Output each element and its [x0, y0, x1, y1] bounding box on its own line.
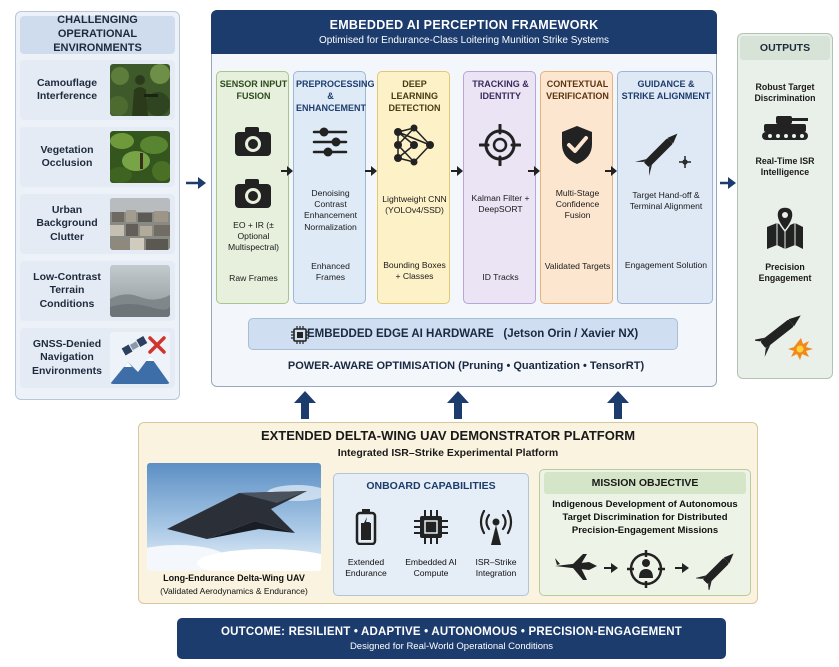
environment-label: Low-Contrast Terrain Conditions: [33, 271, 101, 310]
stage-contextual-verification: CONTEXTUAL VERIFICATION Multi-Stage Conf…: [540, 71, 613, 304]
stage-preprocessing-enhancement: PREPROCESSING & ENHANCEMENT Denoising Co…: [293, 71, 375, 304]
stage-output: Raw Frames: [229, 273, 278, 283]
mission-objective-text: Indigenous Development of Autonomous Tar…: [552, 499, 738, 536]
platform-title: EXTENDED DELTA-WING UAV DEMONSTRATOR PLA…: [260, 428, 636, 443]
gnss-denied-icon: [110, 332, 170, 384]
up-arrow: [294, 391, 316, 419]
vegetation-photo: [110, 131, 170, 183]
uav-caption: Long-Endurance Delta-Wing UAV: [163, 573, 305, 583]
stage-output: Bounding Boxes + Classes: [383, 260, 446, 282]
environment-label: GNSS-Denied Navigation Environments: [31, 338, 102, 377]
delta-wing-uav-photo: [147, 463, 321, 571]
flow-arrow: [281, 166, 293, 176]
stage-description: Lightweight CNN (YOLOv4/SSD): [382, 194, 447, 216]
power-optimisation-label: POWER-AWARE OPTIMISATION (Pruning • Quan…: [287, 360, 645, 372]
stage-description: Multi-Stage Confidence Fusion: [555, 188, 600, 221]
flow-arrow: [451, 166, 463, 176]
framework-header: EMBEDDED AI PERCEPTION FRAMEWORK Optimis…: [211, 10, 717, 54]
outcome-subtitle: Designed for Real-World Operational Cond…: [349, 640, 554, 652]
crosshair-icon: [478, 124, 521, 166]
flow-arrow: [604, 563, 618, 573]
flow-arrow: [365, 166, 377, 176]
output-label: Real-Time ISR Intelligence: [755, 156, 815, 178]
onboard-capabilities-title: ONBOARD CAPABILITIES: [366, 480, 496, 492]
environment-item: Low-Contrast Terrain Conditions: [20, 261, 175, 321]
outcome-title: OUTCOME: RESILIENT • ADAPTIVE • AUTONOMO…: [220, 625, 683, 638]
environment-label: Urban Background Clutter: [36, 204, 98, 243]
uav-icon: [553, 552, 599, 582]
stage-title: SENSOR INPUT FUSION: [219, 79, 288, 102]
edge-hardware-label: EMBEDDED EDGE AI HARDWARE (Jetson Orin /…: [307, 319, 638, 349]
chip-icon: [414, 510, 448, 544]
platform-subtitle: Integrated ISR–Strike Experimental Platf…: [337, 447, 559, 459]
framework-title: EMBEDDED AI PERCEPTION FRAMEWORK: [329, 18, 599, 32]
stage-sensor-input-fusion: SENSOR INPUT FUSION EO + IR (± Optional …: [216, 71, 289, 304]
up-arrow: [607, 391, 629, 419]
flow-arrow: [675, 563, 689, 573]
output-label: Robust Target Discrimination: [754, 82, 816, 104]
map-pin-icon: [765, 205, 805, 251]
environment-item: Vegetation Occlusion: [20, 127, 175, 187]
camera-icon: [233, 124, 273, 158]
target-person-icon: [627, 550, 665, 588]
battery-icon: [355, 509, 377, 545]
power-optimisation-bar: POWER-AWARE OPTIMISATION (Pruning • Quan…: [256, 353, 676, 379]
outputs-panel: [737, 33, 833, 379]
flow-arrow: [605, 166, 617, 176]
stage-output: Engagement Solution: [624, 260, 708, 270]
missile-icon: [696, 548, 740, 590]
capability-label: Extended Endurance: [345, 557, 387, 579]
edge-hardware-bar: EMBEDDED EDGE AI HARDWARE (Jetson Orin /…: [248, 318, 678, 350]
capability-label: ISR–Strike Integration: [475, 557, 517, 579]
environment-label: Vegetation Occlusion: [40, 143, 94, 169]
outputs-title: OUTPUTS: [740, 36, 830, 60]
uav-subcaption: (Validated Aerodynamics & Endurance): [160, 586, 308, 596]
environment-label: Camouflage Interference: [36, 76, 98, 102]
stage-title: PREPROCESSING & ENHANCEMENT: [296, 79, 375, 114]
output-label: Precision Engagement: [758, 262, 812, 284]
environment-item: Urban Background Clutter: [20, 194, 175, 254]
sliders-icon: [310, 124, 350, 160]
missile-icon: [633, 124, 697, 178]
flow-arrow: [720, 176, 736, 190]
camouflage-soldier-photo: [110, 64, 170, 116]
stage-title: CONTEXTUAL VERIFICATION: [546, 79, 609, 102]
low-contrast-terrain-photo: [110, 265, 170, 317]
stage-output: ID Tracks: [482, 272, 519, 282]
stage-description: Kalman Filter + DeepSORT: [471, 193, 530, 215]
framework-subtitle: Optimised for Endurance-Class Loitering …: [318, 35, 610, 46]
edge-hardware-models: (Jetson Orin / Xavier NX): [503, 328, 639, 340]
stage-title: TRACKING & IDENTITY: [472, 79, 529, 102]
stage-output: Enhanced Frames: [311, 261, 350, 283]
mission-objective-title: MISSION OBJECTIVE: [544, 472, 746, 494]
antenna-icon: [479, 509, 513, 547]
missile-strike-icon: [755, 305, 817, 363]
flow-arrow: [528, 166, 540, 176]
stage-title: GUIDANCE & STRIKE ALIGNMENT: [621, 79, 711, 102]
stage-tracking-identity: TRACKING & IDENTITY Kalman Filter + Deep…: [463, 71, 536, 304]
urban-clutter-photo: [110, 198, 170, 250]
environment-item: GNSS-Denied Navigation Environments: [20, 328, 175, 388]
capability-label: Embedded AI Compute: [405, 557, 457, 579]
stage-deep-learning-detection: DEEP LEARNING DETECTION Lightweight CNN …: [377, 71, 450, 304]
stage-description: EO + IR (± Optional Multispectral): [227, 220, 280, 253]
edge-hardware-title: EMBEDDED EDGE AI HARDWARE: [307, 328, 494, 340]
environments-title: CHALLENGING OPERATIONAL ENVIRONMENTS: [20, 14, 175, 54]
stage-output: Validated Targets: [544, 261, 611, 271]
up-arrow: [447, 391, 469, 419]
neural-network-icon: [392, 124, 436, 166]
outcome-banner: OUTCOME: RESILIENT • ADAPTIVE • AUTONOMO…: [177, 618, 726, 659]
stage-description: Target Hand-off & Terminal Alignment: [629, 190, 703, 212]
environment-item: Camouflage Interference: [20, 60, 175, 120]
camera-icon: [233, 176, 273, 210]
shield-check-icon: [559, 124, 595, 166]
chip-icon: [291, 326, 309, 344]
flow-arrow: [185, 176, 207, 190]
tank-icon: [760, 112, 810, 142]
stage-guidance-strike-alignment: GUIDANCE & STRIKE ALIGNMENT Target Hand-…: [617, 71, 713, 304]
stage-title: DEEP LEARNING DETECTION: [388, 79, 441, 114]
stage-description: Denoising Contrast Enhancement Normaliza…: [303, 188, 358, 232]
